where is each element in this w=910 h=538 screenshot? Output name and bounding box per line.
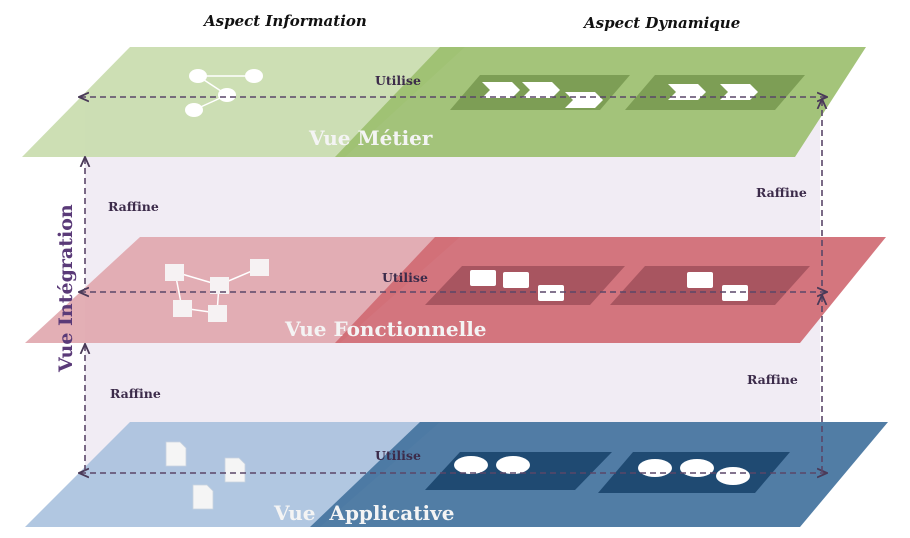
document-icon — [224, 457, 246, 483]
connector-arrows — [80, 97, 826, 473]
applicative-title: Vue Applicative — [273, 501, 454, 525]
refine-label-right-bottom: Raffine — [747, 372, 798, 387]
integration-side-label: Vue Intégration — [55, 204, 77, 373]
document-icon — [165, 441, 187, 467]
metier-title: Vue Métier — [308, 126, 433, 150]
layer-applicative: Vue Applicative Utilise — [25, 422, 888, 527]
applicative-uses-label: Utilise — [375, 448, 421, 463]
fonctionnelle-title: Vue Fonctionnelle — [284, 317, 487, 341]
header-aspect-information: Aspect Information — [202, 12, 367, 30]
refine-label-right-top: Raffine — [756, 185, 807, 200]
fonctionnelle-uses-label: Utilise — [382, 270, 428, 285]
layer-metier: Vue Métier Utilise — [22, 47, 866, 157]
metier-uses-label: Utilise — [375, 73, 421, 88]
header-aspect-dynamique: Aspect Dynamique — [582, 14, 740, 32]
refine-label-left-top: Raffine — [108, 199, 159, 214]
document-icon — [192, 484, 214, 510]
process-panel — [625, 75, 805, 110]
layer-fonctionnelle: Vue Fonctionnelle Utilise — [25, 237, 886, 343]
refine-label-left-bottom: Raffine — [110, 386, 161, 401]
